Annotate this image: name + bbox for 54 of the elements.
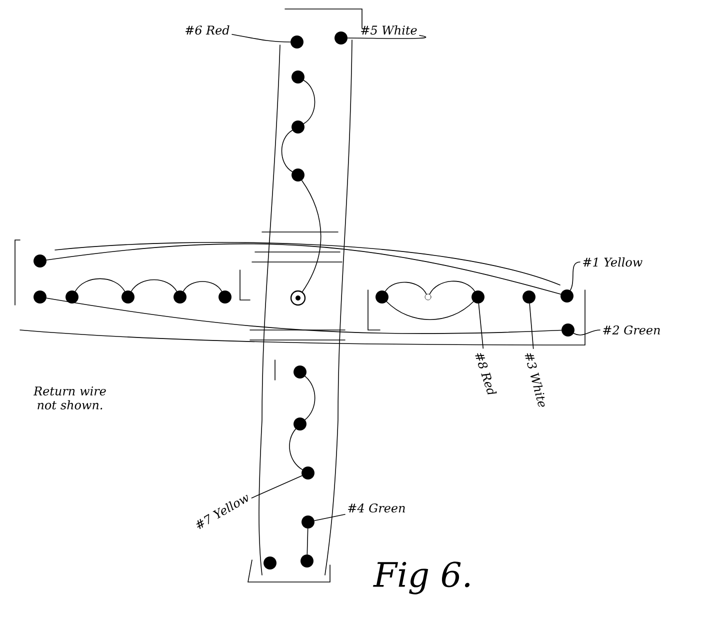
terminal-dot [290, 36, 304, 48]
terminal-dot [122, 290, 134, 304]
wire [306, 528, 308, 555]
note-text: Return wire not shown. [33, 386, 106, 410]
wire-label: #3 White [524, 353, 545, 407]
terminal-dot [292, 120, 304, 134]
leader-line [314, 514, 346, 522]
wire [289, 428, 303, 470]
terminal-dot [264, 556, 276, 570]
terminal-dot [472, 290, 484, 304]
leader-line [232, 34, 291, 42]
wire [74, 278, 126, 292]
terminal-dot [34, 290, 46, 304]
wire-label: #2 Green [603, 325, 660, 335]
wire [46, 244, 561, 295]
wire-label: #8 Red [475, 353, 497, 394]
terminal-dot [376, 290, 388, 304]
terminal-dot [522, 290, 536, 304]
terminal-dot [300, 554, 314, 568]
wire [386, 301, 474, 320]
wire-label: #4 Green [348, 503, 405, 513]
binding-post [290, 290, 306, 306]
leader-line [570, 262, 580, 291]
terminal-dot [218, 290, 232, 304]
terminal-dot [560, 290, 574, 302]
terminal-dot [302, 516, 314, 528]
leader-line [529, 303, 534, 349]
wire [46, 298, 562, 334]
leader-line [478, 303, 484, 349]
terminal-dot [302, 466, 314, 480]
wire-label: #1 Yellow [583, 257, 642, 267]
leader-line [573, 330, 600, 336]
wire-label: #5 White [361, 25, 417, 35]
wire [304, 376, 316, 420]
leader-line [347, 35, 426, 39]
wire [182, 281, 222, 292]
terminal-dot [174, 290, 186, 304]
terminal-dot [334, 32, 348, 44]
figure-caption: Fig 6. [373, 562, 470, 594]
terminal-dot [292, 70, 304, 84]
terminal-dot [292, 168, 304, 182]
wire [130, 279, 178, 292]
terminal-dot [562, 324, 574, 336]
wire [303, 80, 316, 124]
wire [384, 282, 427, 295]
wire [301, 180, 322, 292]
terminal-dot [294, 366, 306, 378]
wire-label: #6 Red [186, 25, 230, 35]
terminal-dot [294, 418, 306, 430]
terminal-dot [34, 254, 46, 268]
wire [281, 130, 293, 172]
leader-line [251, 475, 302, 498]
wire [429, 280, 476, 295]
terminal-dot [66, 290, 78, 304]
